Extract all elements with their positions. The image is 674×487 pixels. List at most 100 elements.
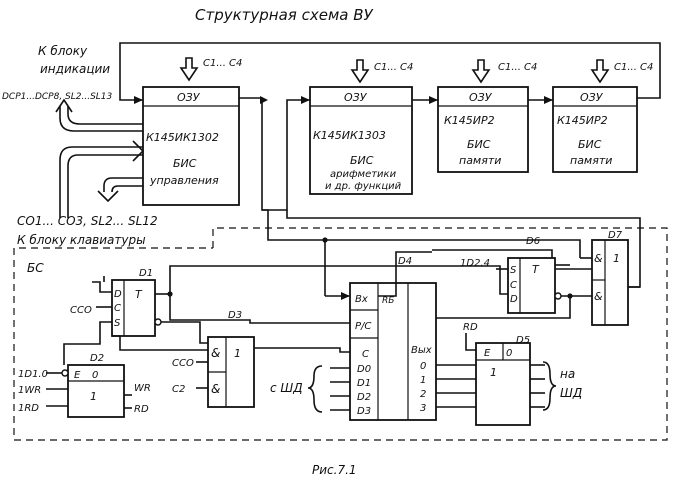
d5-e-pin: E	[484, 348, 491, 359]
control-function-label: управления	[149, 174, 219, 187]
d2-one-label: 1	[90, 390, 97, 403]
memory2-chip-label: К145ИР2	[557, 114, 608, 127]
d7-or-label: 1	[613, 252, 620, 265]
d3-input-c2: C2	[172, 384, 185, 395]
memory1-ram-label: ОЗУ	[469, 91, 493, 104]
keyboard-bus: CO1... CO3, SL2... SL12 К блоку клавиату…	[17, 140, 158, 247]
indicator-signals-label: DCP1...DCP8, SL2...SL13	[2, 92, 113, 102]
d2-e-pin: E	[74, 370, 81, 381]
indicator-label-2: индикации	[40, 62, 110, 76]
d4-out-3: 3	[420, 403, 426, 414]
arith-function-label: арифметики	[330, 169, 397, 180]
bc-label: БС	[27, 261, 44, 275]
d5-one-label: 1	[490, 366, 497, 379]
d7-and-upper: &	[594, 252, 603, 265]
memory1-lsi-block: ОЗУ К145ИР2 БИС памяти С1... С4	[437, 59, 537, 173]
d2-input-3: 1RD	[18, 403, 39, 414]
d7-name: D7	[608, 230, 623, 241]
memory1-clock-label: С1... С4	[498, 62, 537, 73]
memory1-lsi-label: БИС	[467, 138, 491, 151]
d1-t-label: T	[135, 288, 143, 301]
d3-and-lower: &	[211, 382, 220, 396]
d5-zero-pin: 0	[506, 348, 512, 359]
arith-chip-label: К145ИК1303	[313, 129, 386, 142]
d4-name: D4	[398, 256, 412, 267]
d5-rd-label: RD	[463, 322, 478, 333]
diagram-title: Структурная схема ВУ	[195, 6, 374, 24]
d1-input-label: CCO	[70, 305, 92, 316]
arith-lsi-block: ОЗУ К145ИК1303 БИС арифметики и др. функ…	[309, 59, 413, 195]
trigger-d1: D1 D C S T CCO	[63, 265, 508, 365]
d4-out-label: Вых	[411, 345, 432, 356]
memory2-ram-label: ОЗУ	[580, 91, 604, 104]
d4-out-1: 1	[420, 375, 426, 386]
d3-and-upper: &	[211, 346, 220, 360]
d5-bus-output-label-2: ШД	[560, 386, 582, 400]
d5-name: D5	[516, 335, 530, 346]
d4-d0-pin: D0	[357, 364, 371, 375]
arith-clock-label: С1... С4	[374, 62, 413, 73]
d4-d2-pin: D2	[357, 392, 371, 403]
top-to-bc-wires	[262, 209, 641, 300]
d4-c-pin: С	[362, 349, 369, 360]
control-lsi-block: ОЗУ К145ИК1302 БИС управления С1... С4	[142, 57, 242, 206]
d6-t-label: T	[532, 263, 540, 276]
bc-boundary	[13, 227, 668, 441]
feedback-loop	[119, 42, 661, 104]
keyboard-signals-label: CO1... CO3, SL2... SL12	[17, 214, 158, 228]
control-lsi-label: БИС	[173, 157, 197, 170]
d2-output-wr: WR	[134, 383, 151, 394]
trigger-d6: D6 S C D T 1D2.4	[436, 236, 592, 319]
d1-d-pin: D	[114, 289, 122, 300]
keyboard-label: К блоку клавиатуры	[17, 233, 146, 247]
d3-input-cco: CCO	[172, 358, 194, 369]
control-clock-label: С1... С4	[203, 58, 242, 69]
buffer-d5: D5 E 0 1 RD на ШД	[463, 322, 582, 426]
d4-d3-pin: D3	[357, 406, 371, 417]
memory1-chip-label: К145ИР2	[444, 114, 495, 127]
indicator-label-1: К блоку	[38, 44, 88, 58]
memory1-function-label: памяти	[459, 154, 501, 167]
memory2-function-label: памяти	[570, 154, 612, 167]
memory2-lsi-block: ОЗУ К145ИР2 БИС памяти С1... С4	[552, 59, 653, 173]
d6-name: D6	[526, 236, 540, 247]
control-chip-label: К145ИК1302	[146, 131, 219, 144]
d3-or-label: 1	[234, 347, 241, 360]
d2-zero-pin: 0	[92, 370, 98, 381]
d2-name: D2	[90, 353, 104, 364]
control-to-arith-link	[239, 96, 310, 211]
d6-d-pin: D	[510, 294, 518, 305]
gate-d7: D7 & & 1	[580, 230, 640, 326]
d2-input-2: 1WR	[18, 385, 41, 396]
d6-input-label: 1D2.4	[460, 258, 490, 269]
d1-name: D1	[139, 268, 153, 279]
d4-out-0: 0	[420, 361, 426, 372]
d2-output-rd: RD	[134, 404, 149, 415]
d4-bx-pin: Bx	[355, 294, 368, 305]
d3-name: D3	[228, 310, 242, 321]
d4-out-2: 2	[420, 389, 426, 400]
arith-lsi-label: БИС	[350, 154, 374, 167]
memory2-clock-label: С1... С4	[614, 62, 653, 73]
d4-d1-pin: D1	[357, 378, 371, 389]
d4-pc-pin: Р/С	[355, 321, 371, 332]
d7-and-lower: &	[594, 290, 603, 303]
gate-d3: D3 & & 1 CCO C2	[172, 310, 350, 408]
d6-s-pin: S	[510, 265, 517, 276]
d1-c-pin: C	[114, 303, 121, 314]
d4-bus-input-label: с ШД	[270, 381, 303, 395]
figure-caption: Рис.7.1	[312, 463, 357, 477]
control-ram-label: ОЗУ	[177, 91, 201, 104]
memory2-lsi-label: БИС	[578, 138, 602, 151]
d2-input-1: 1D1.0	[18, 369, 48, 380]
d6-c-pin: C	[510, 280, 517, 291]
arith-ram-label: ОЗУ	[344, 91, 368, 104]
arith-function-label-2: и др. функций	[325, 181, 402, 192]
decoder-d2: D2 E 0 1 1D1.0 1WR 1RD WR RD	[18, 353, 151, 418]
d5-bus-output-label-1: на	[560, 367, 575, 381]
d1-s-pin: S	[114, 318, 121, 329]
register-d4: D4 Bx RБ Р/С С D0 D1 D2 D3 Вых 0 1 2 3 с…	[270, 251, 476, 421]
d4-rb-pin: RБ	[382, 296, 394, 306]
indicator-bus: К блоку индикации DCP1...DCP8, SL2...SL1…	[2, 44, 143, 132]
